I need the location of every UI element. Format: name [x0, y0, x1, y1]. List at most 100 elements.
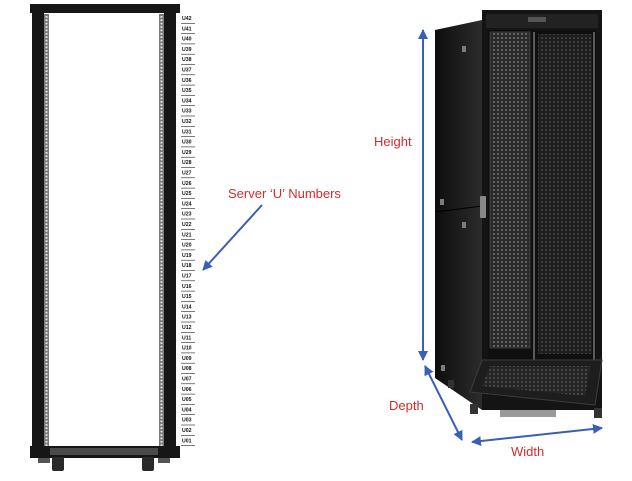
rail-hole [45, 369, 48, 372]
rail-hole [160, 359, 163, 361]
rail-hole [45, 152, 48, 154]
rack-top-cap [30, 4, 180, 13]
rail-hole [45, 393, 48, 395]
rail-hole [45, 189, 48, 191]
rail-hole [45, 121, 48, 123]
u-number-label: U11 [182, 335, 191, 341]
side-panel-lock-top [462, 46, 466, 52]
rail-hole [45, 277, 48, 280]
rack-right-post [164, 10, 176, 458]
rail-hole [160, 250, 163, 253]
rail-hole [45, 53, 48, 55]
rail-hole [160, 315, 163, 317]
rail-hole [45, 243, 48, 246]
rail-hole [45, 22, 48, 25]
rail-hole [160, 308, 163, 310]
server-u-numbers-label: Server ‘U’ Numbers [228, 186, 341, 201]
rail-hole [45, 318, 48, 321]
rail-hole [45, 294, 48, 297]
rail-hole [160, 223, 163, 225]
rail-hole [160, 124, 163, 127]
rail-hole [160, 328, 163, 331]
rail-hole [160, 376, 163, 378]
rail-hole [160, 196, 163, 198]
u-number-label: U08 [182, 366, 192, 372]
rail-hole [45, 124, 48, 127]
bottom-bracket [500, 410, 556, 417]
cabinet-brand-plate [528, 17, 546, 22]
u-number-label: U03 [182, 418, 192, 424]
rail-hole [160, 274, 163, 276]
rail-hole [160, 73, 163, 76]
rail-hole [45, 379, 48, 382]
rail-hole [160, 444, 163, 446]
rail-hole [45, 138, 48, 140]
rail-hole [160, 254, 163, 256]
rail-hole [45, 39, 48, 42]
rail-hole [45, 417, 48, 419]
u-number-label: U37 [182, 68, 192, 74]
rail-hole [45, 390, 48, 392]
rail-hole [160, 50, 163, 52]
rail-hole [45, 413, 48, 416]
rail-hole [160, 410, 163, 412]
rail-hole [45, 332, 48, 334]
rail-hole [45, 73, 48, 76]
u-number-label: U22 [182, 222, 192, 228]
rail-hole [160, 107, 163, 110]
rail-hole [45, 260, 48, 263]
rail-hole [160, 288, 163, 290]
u-number-label: U10 [182, 346, 192, 352]
rail-hole [45, 175, 48, 178]
rail-hole [45, 216, 48, 219]
u-number-label: U27 [182, 171, 192, 177]
rail-hole [45, 407, 48, 409]
rail-hole [160, 396, 163, 399]
u-number-label: U20 [182, 243, 192, 249]
rail-hole [45, 444, 48, 446]
u-number-label: U04 [182, 407, 192, 413]
rail-hole [160, 366, 163, 368]
rail-hole [160, 169, 163, 171]
rail-hole [160, 97, 163, 100]
u-number-label: U06 [182, 387, 192, 393]
rail-hole [45, 281, 48, 283]
u-number-label: U01 [182, 438, 192, 444]
u-number-label: U15 [182, 294, 192, 300]
rail-hole [45, 131, 48, 134]
rail-hole [160, 203, 163, 205]
rack-foot-left [38, 458, 50, 463]
rail-hole [45, 430, 48, 433]
rack-caster-left [52, 457, 64, 471]
rail-hole [160, 148, 163, 151]
rail-hole [160, 373, 163, 375]
rail-hole [45, 148, 48, 151]
rail-hole [160, 284, 163, 287]
rail-hole [45, 169, 48, 171]
rail-hole [45, 192, 48, 195]
rail-hole [160, 152, 163, 154]
width-arrow [471, 423, 603, 447]
rail-hole [45, 56, 48, 59]
rail-hole [160, 158, 163, 161]
rail-hole [45, 240, 48, 242]
rail-hole [160, 240, 163, 242]
u-number-label: U24 [182, 201, 192, 207]
rail-hole [45, 434, 48, 436]
depth-label: Depth [389, 398, 424, 413]
rail-hole [160, 243, 163, 246]
u-number-label: U40 [182, 37, 192, 43]
u-number-label: U26 [182, 181, 192, 187]
rack-left-rail [44, 14, 49, 450]
rail-hole [160, 345, 163, 348]
rack-caster-right [142, 457, 154, 471]
width-label: Width [511, 444, 544, 459]
rail-hole [45, 237, 48, 239]
rail-hole [160, 33, 163, 35]
rail-hole [160, 29, 163, 32]
rail-hole [160, 257, 163, 259]
rail-hole [45, 36, 48, 38]
rail-hole [160, 403, 163, 406]
rail-hole [160, 131, 163, 134]
rail-hole [45, 199, 48, 202]
